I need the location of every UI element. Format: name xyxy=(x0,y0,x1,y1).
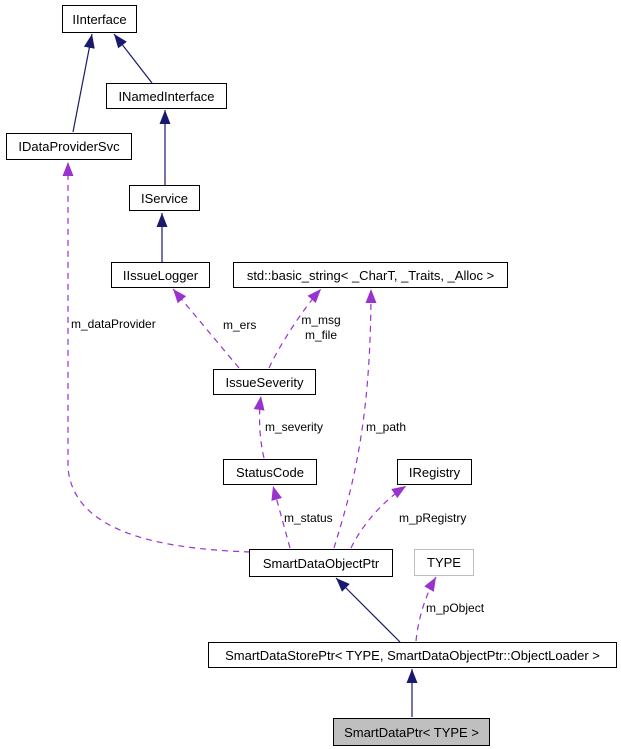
class-node-basic-string[interactable]: std::basic_string< _CharT, _Traits, _All… xyxy=(233,262,508,288)
edge-label-m_msg_m_file: m_msg m_file xyxy=(301,313,341,342)
usage-edge-m_severity xyxy=(253,395,265,459)
edge-label-m_status: m_status xyxy=(284,511,333,525)
class-node-iinterface[interactable]: IInterface xyxy=(62,5,137,33)
class-node-issueseverity[interactable]: IssueSeverity xyxy=(213,369,316,395)
class-node-smartdataobjectptr[interactable]: SmartDataObjectPtr xyxy=(249,549,393,577)
class-node-statuscode[interactable]: StatusCode xyxy=(223,459,317,485)
edge-label-m_pRegistry: m_pRegistry xyxy=(399,511,467,525)
edge-label-m_severity: m_severity xyxy=(265,420,324,434)
class-node-smartdatastoreptr[interactable]: SmartDataStorePtr< TYPE, SmartDataObject… xyxy=(208,642,617,668)
inheritance-edge-inamedinterface-to-iinterface xyxy=(113,33,153,84)
edge-label-m_ers: m_ers xyxy=(223,318,257,332)
class-node-iissuelogger[interactable]: IIssueLogger xyxy=(111,262,210,288)
class-node-inamedinterface[interactable]: INamedInterface xyxy=(106,83,227,109)
edges-group xyxy=(62,33,437,717)
class-node-smartdataptr: SmartDataPtr< TYPE > xyxy=(333,718,490,746)
usage-edge-m_dataProvider xyxy=(62,162,251,553)
inheritance-edge-idataprovidersvc-to-iinterface xyxy=(72,33,95,133)
usage-edge-m_path xyxy=(333,288,377,549)
class-node-iservice[interactable]: IService xyxy=(129,185,200,211)
inheritance-edge-smartdatastoreptr-to-smartdataobjectptr xyxy=(335,577,401,643)
usage-edge-m_pObject xyxy=(415,576,437,642)
class-node-iregistry[interactable]: IRegistry xyxy=(397,459,472,485)
usage-edge-m_pRegistry xyxy=(350,485,407,549)
class-node-type: TYPE xyxy=(414,549,474,576)
edge-label-m_path: m_path xyxy=(366,420,407,434)
usage-edge-m_msg_m_file xyxy=(268,288,322,369)
class-node-idataprovidersvc[interactable]: IDataProviderSvc xyxy=(6,133,132,160)
edge-label-m_pObject: m_pObject xyxy=(426,601,485,615)
edge-label-m_dataProvider: m_dataProvider xyxy=(71,317,156,331)
